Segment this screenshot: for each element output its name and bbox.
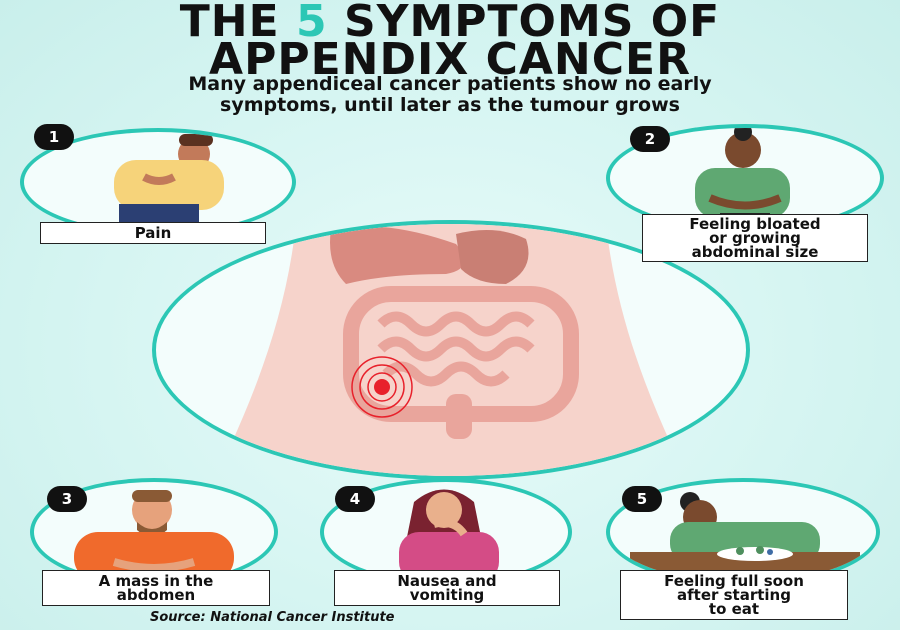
subtitle-line-2: symptoms, until later as the tumour grow… — [220, 94, 680, 116]
symptom-3-number: 3 — [47, 486, 87, 512]
subtitle-line-1: Many appendiceal cancer patients show no… — [188, 73, 712, 95]
source-credit: Source: National Cancer Institute — [150, 610, 395, 625]
title-line-2: APPENDIX CANCER — [209, 34, 691, 85]
title-number: 5 — [296, 0, 328, 47]
symptom-5-label: Feeling full soon after starting to eat — [620, 570, 848, 620]
symptom-2-number: 2 — [630, 126, 670, 152]
symptom-4-number: 4 — [335, 486, 375, 512]
symptom-2-label: Feeling bloated or growing abdominal siz… — [642, 214, 868, 262]
digestive-system-icon — [216, 224, 686, 476]
person-mass-icon — [74, 490, 234, 582]
symptom-1-label: Pain — [40, 222, 266, 244]
title-line-1: THE 5 SYMPTOMS OF — [0, 0, 900, 44]
symptom-3-label: A mass in the abdomen — [42, 570, 270, 606]
symptom-5-number: 5 — [622, 486, 662, 512]
person-nausea-icon — [399, 489, 499, 582]
subtitle: Many appendiceal cancer patients show no… — [0, 74, 900, 116]
symptom-1-number: 1 — [34, 124, 74, 150]
symptom-5-illustration — [606, 478, 880, 586]
symptom-4-label: Nausea and vomiting — [334, 570, 560, 606]
abdomen-illustration — [152, 220, 750, 480]
